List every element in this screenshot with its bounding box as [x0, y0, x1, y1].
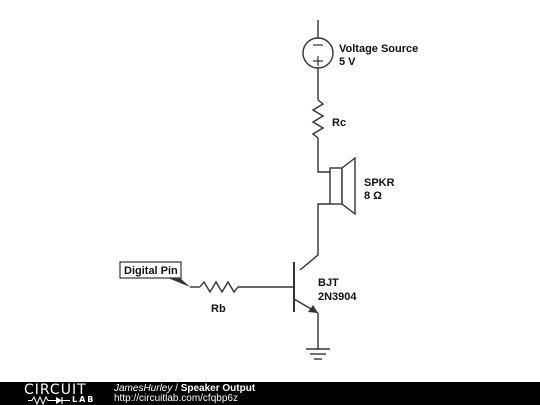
- footer-bar: CIRCUIT LAB JamesHurley / Speaker Output…: [0, 382, 540, 405]
- source-name-label: Voltage Source: [339, 43, 418, 55]
- wire: [317, 138, 330, 173]
- speaker-value-label: 8 Ω: [364, 190, 382, 202]
- digital-pin-label: Digital Pin: [124, 265, 178, 277]
- wire: [299, 203, 330, 271]
- bjt-part-label: 2N3904: [318, 291, 357, 303]
- circuit-schematic: Voltage Source 5 V Rc SPKR 8 Ω BJT 2N390…: [119, 20, 418, 360]
- bjt-transistor: [293, 262, 319, 314]
- speaker-name-label: SPKR: [364, 177, 395, 189]
- separator: /: [172, 383, 181, 394]
- project-url-link[interactable]: http://circuitlab.com/cfqbp6z: [114, 393, 238, 404]
- resistor-diode-icon: [28, 396, 70, 405]
- emitter-arrow: [308, 305, 318, 313]
- voltage-source: [302, 37, 334, 69]
- bjt-name-label: BJT: [318, 277, 339, 289]
- rc-label: Rc: [332, 117, 346, 129]
- collector-resistor: [311, 99, 325, 139]
- ground-symbol: [306, 348, 330, 360]
- digital-pin-input: [119, 261, 190, 287]
- source-value-label: 5 V: [339, 56, 356, 68]
- author-link[interactable]: JamesHurley: [114, 383, 173, 394]
- base-resistor: [199, 280, 239, 294]
- circuitlab-logo-top: CIRCUIT: [24, 382, 87, 398]
- logo-lab-text: LAB: [72, 395, 96, 404]
- rb-label: Rb: [211, 303, 226, 315]
- speaker: [329, 156, 356, 216]
- project-line: JamesHurley / Speaker Output: [114, 384, 255, 394]
- project-title[interactable]: Speaker Output: [180, 383, 256, 394]
